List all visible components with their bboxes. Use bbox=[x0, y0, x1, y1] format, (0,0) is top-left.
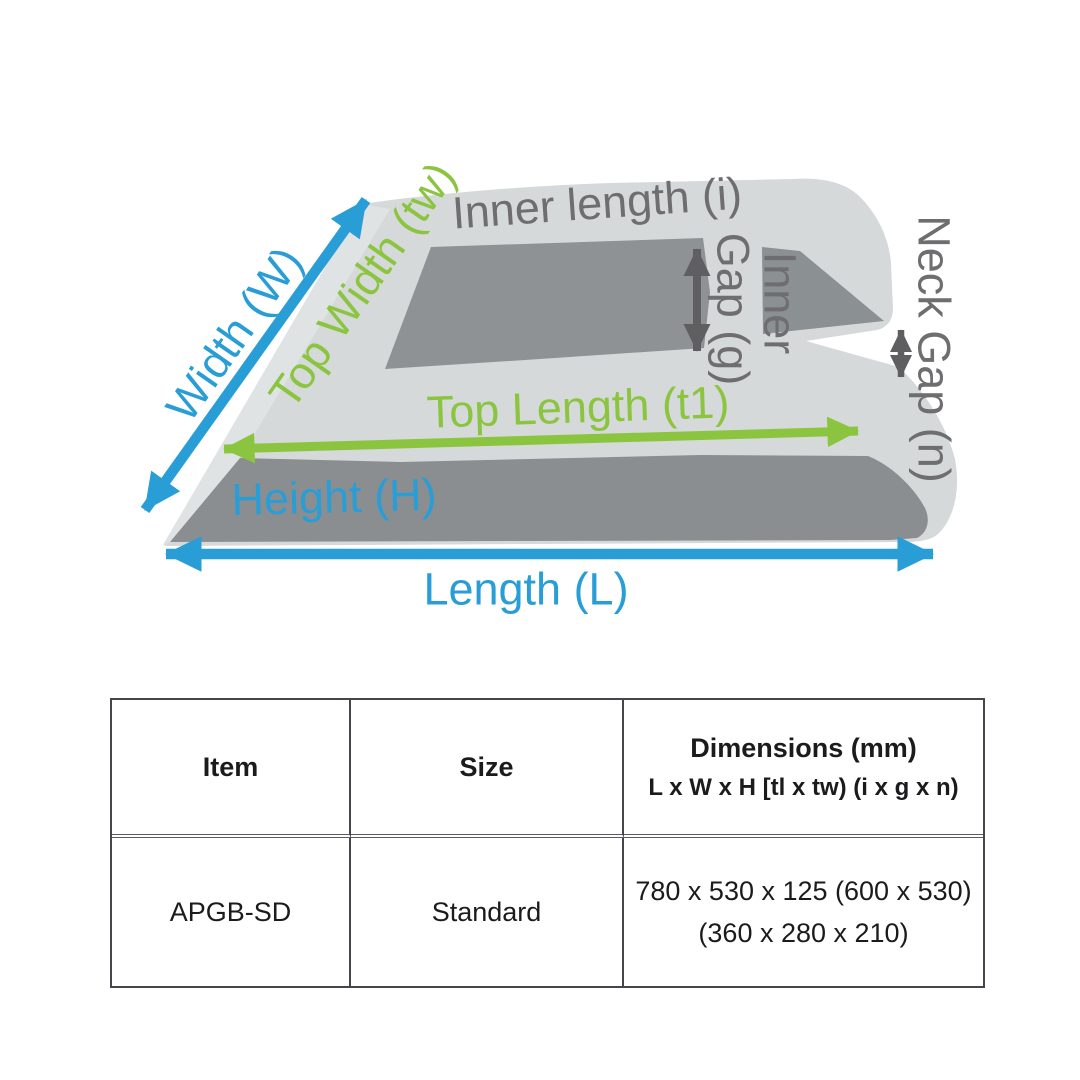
item-cell: APGB-SD bbox=[112, 838, 351, 986]
col-header-dimensions: Dimensions (mm) L x W x H [tl x tw) (i x… bbox=[624, 700, 983, 838]
top-length-label: Top Length (t1) bbox=[426, 376, 730, 438]
product-inner-recess bbox=[385, 238, 710, 369]
neck-gap-label: Neck Gap (n) bbox=[909, 215, 960, 483]
col-header-size: Size bbox=[351, 700, 624, 838]
dimensions-value-line2: (360 x 280 x 210) bbox=[698, 918, 909, 948]
height-label: Height (H) bbox=[231, 469, 437, 525]
width-arrow bbox=[140, 196, 371, 514]
top-length-arrow bbox=[223, 416, 859, 464]
dimensions-header-line2: L x W x H [tl x tw) (i x g x n) bbox=[648, 773, 959, 801]
inner-gap-label-line2: Gap (g) bbox=[708, 233, 759, 386]
col-header-item: Item bbox=[112, 700, 351, 838]
spec-table: Item Size Dimensions (mm) L x W x H [tl … bbox=[110, 698, 985, 988]
inner-gap-label-line1: Inner bbox=[755, 252, 806, 355]
product-dimension-diagram: Width (W) Top Width (tw) Inner length (i… bbox=[140, 153, 960, 615]
size-cell: Standard bbox=[351, 838, 624, 986]
product-hook-underside bbox=[762, 247, 884, 334]
dimensions-value-line1: 780 x 530 x 125 (600 x 530) bbox=[635, 876, 972, 906]
dimensions-header-line1: Dimensions (mm) bbox=[690, 732, 917, 763]
length-label: Length (L) bbox=[423, 564, 628, 615]
dimensions-cell: 780 x 530 x 125 (600 x 530) (360 x 280 x… bbox=[624, 838, 983, 986]
